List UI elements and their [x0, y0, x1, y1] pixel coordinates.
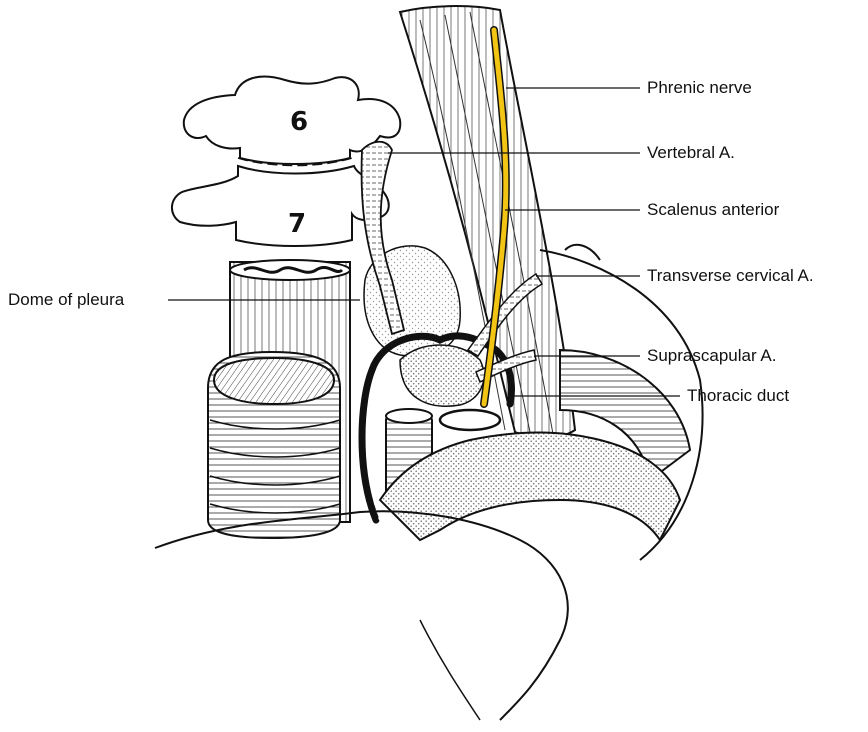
label-scalenus-anterior: Scalenus anterior	[647, 200, 779, 220]
label-suprascapular: Suprascapular A.	[647, 346, 776, 366]
label-dome-of-pleura: Dome of pleura	[8, 290, 124, 310]
label-thoracic-duct: Thoracic duct	[687, 386, 789, 406]
clavicle-outline	[155, 511, 568, 720]
vertebra-6-label: 6	[290, 107, 308, 137]
trachea	[208, 352, 340, 538]
vertebra-7-label: 7	[288, 209, 306, 239]
label-phrenic-nerve: Phrenic nerve	[647, 78, 752, 98]
label-vertebral-artery: Vertebral A.	[647, 143, 735, 163]
label-transverse-cervical: Transverse cervical A.	[647, 266, 814, 286]
vertebra-c7: 7	[172, 166, 389, 246]
lymph-region	[400, 345, 484, 406]
